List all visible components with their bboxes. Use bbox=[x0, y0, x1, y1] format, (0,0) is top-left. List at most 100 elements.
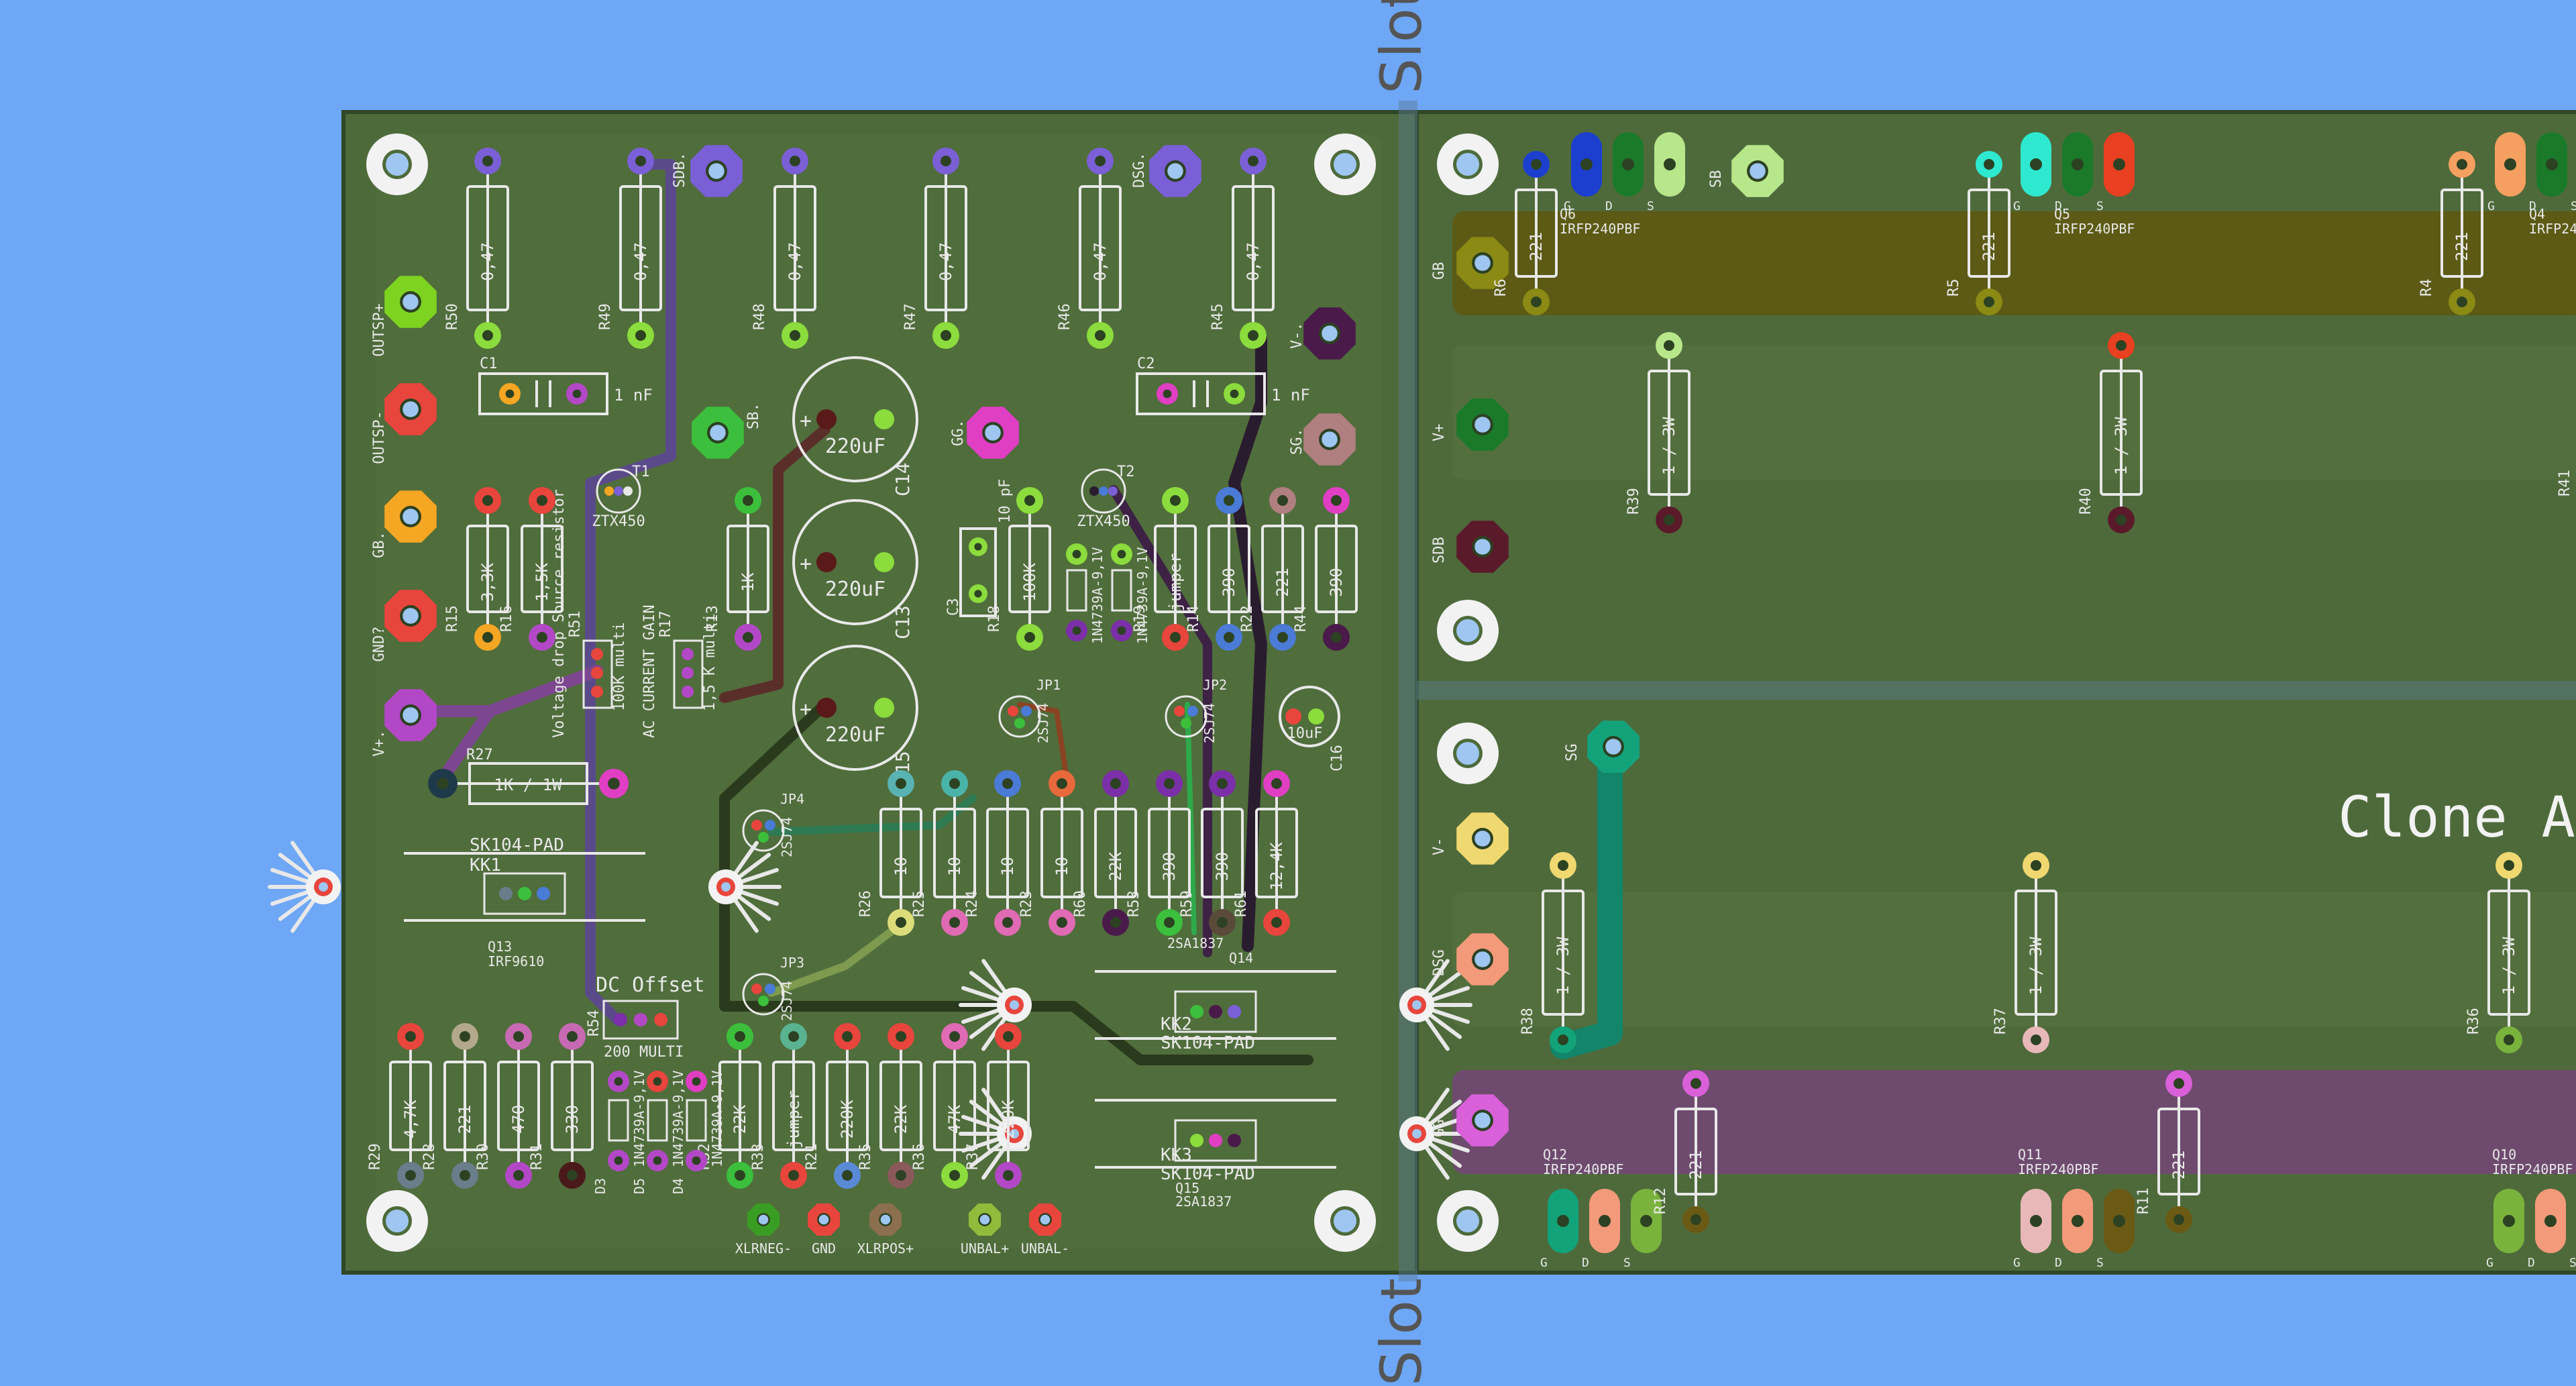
pad-hole bbox=[513, 1170, 524, 1181]
pad-label: V- bbox=[1431, 838, 1448, 856]
resistor-pad bbox=[1323, 487, 1350, 514]
jfet-pin bbox=[758, 996, 769, 1006]
mosfet-model: IRFP240PBF bbox=[1560, 221, 1640, 237]
jfet-pin bbox=[751, 983, 762, 994]
resistor-ref: R36 bbox=[2465, 1008, 2482, 1034]
pad-drill bbox=[1040, 1214, 1051, 1225]
pad-drill bbox=[710, 425, 726, 441]
capacitor-pad bbox=[816, 698, 837, 718]
pad-label: SG. bbox=[1289, 428, 1305, 455]
resistor-pad bbox=[397, 1162, 424, 1189]
pad-hole bbox=[1690, 1078, 1701, 1089]
resistor-ref: R50 bbox=[444, 303, 461, 330]
resistor-ref: R48 bbox=[751, 303, 768, 330]
pad-hole bbox=[1002, 917, 1013, 928]
pad-hole bbox=[1217, 917, 1228, 928]
resistor-body bbox=[879, 808, 922, 898]
jfet-ref: JP3 bbox=[780, 955, 804, 971]
pad-hole bbox=[614, 1077, 623, 1086]
trimmer-value: 1,5 K multi bbox=[702, 613, 718, 711]
resistor-ref: R39 bbox=[1625, 488, 1642, 515]
pad-hole bbox=[653, 1156, 662, 1165]
pad-drill bbox=[402, 608, 419, 624]
capacitor-pad bbox=[1157, 383, 1178, 405]
resistor-pad bbox=[1049, 770, 1075, 797]
jfet-part: 2SJ74 bbox=[1201, 703, 1218, 743]
resistor-ref: R6 bbox=[1493, 279, 1509, 297]
resistor-body bbox=[727, 525, 769, 613]
resistor-value: 100K bbox=[1020, 563, 1039, 602]
capacitor-ref: C13 bbox=[892, 605, 914, 639]
resistor-value: 1 / 3W bbox=[1660, 417, 1678, 475]
resistor-pad bbox=[627, 322, 654, 349]
pad-hole bbox=[896, 917, 906, 928]
capacitor-pad bbox=[969, 537, 987, 556]
diode-pad bbox=[686, 1071, 707, 1092]
bottom-resistor: 22KR32 bbox=[696, 1023, 761, 1189]
connector-pad bbox=[384, 490, 437, 543]
resistor-pad bbox=[505, 1023, 532, 1050]
heatsink-part: SK104-PAD bbox=[470, 835, 564, 855]
resistor-value: 390 bbox=[1327, 568, 1346, 596]
jfet-pin bbox=[1008, 706, 1018, 716]
transistor-pin bbox=[518, 887, 531, 900]
resistor-pad bbox=[474, 322, 501, 349]
capacitor-pad bbox=[816, 409, 837, 429]
pad-hole bbox=[896, 1031, 906, 1042]
mosfet-pin-hole bbox=[2503, 1215, 2515, 1227]
connector-pad bbox=[384, 689, 437, 741]
pad-hole bbox=[2031, 860, 2041, 871]
capacitor-pad bbox=[1285, 708, 1301, 725]
board-title: Clone A bbox=[2338, 784, 2575, 850]
pad-label: SDB bbox=[1431, 537, 1448, 564]
pad-hole bbox=[482, 330, 493, 341]
mosfet-pin-hole bbox=[2030, 1215, 2042, 1227]
resistor-value: 220K bbox=[999, 1100, 1018, 1138]
mosfet-pin-letter: D bbox=[2528, 1256, 2535, 1270]
resistor-value: 390 bbox=[1160, 852, 1179, 881]
resistor-value: 470 bbox=[509, 1105, 528, 1134]
heatsink-mount-drill bbox=[1412, 1129, 1421, 1138]
resistor-pad bbox=[1976, 288, 2002, 315]
resistor-ref: R40 bbox=[2078, 488, 2094, 515]
pad-drill bbox=[1474, 255, 1491, 271]
resistor-value: 390 bbox=[1213, 852, 1232, 881]
resistor-ref: R24 bbox=[964, 890, 981, 917]
diode-body bbox=[686, 1099, 707, 1142]
transistor-pin bbox=[1228, 1134, 1241, 1147]
capacitor-value: 220uF bbox=[825, 723, 885, 747]
pad-hole bbox=[513, 1031, 524, 1042]
capacitor-polarity: + bbox=[800, 409, 812, 433]
copper-zone bbox=[1452, 345, 2576, 480]
resistor-ref: R35 bbox=[857, 1143, 874, 1170]
mosfet-pin-hole bbox=[2544, 1215, 2557, 1227]
pad-drill bbox=[1474, 539, 1491, 555]
resistor-ref: R53 bbox=[1126, 890, 1142, 917]
pad-hole bbox=[437, 778, 449, 790]
trimmer-pin bbox=[634, 1013, 647, 1026]
pad-hole bbox=[2174, 1214, 2184, 1225]
v-minus-pad bbox=[1303, 307, 1356, 360]
resistor-pad bbox=[397, 1023, 424, 1050]
transistor-pin bbox=[1209, 1134, 1222, 1147]
pad-hole bbox=[1072, 549, 1081, 559]
trimmer-pin bbox=[654, 1013, 667, 1026]
resistor-pad bbox=[474, 624, 501, 651]
resistor-value: 330 bbox=[563, 1105, 582, 1134]
resistor-body bbox=[1154, 525, 1197, 613]
resistor-pad bbox=[941, 909, 968, 936]
resistor-pad bbox=[1682, 1206, 1709, 1233]
resistor-pad bbox=[1656, 332, 1682, 359]
